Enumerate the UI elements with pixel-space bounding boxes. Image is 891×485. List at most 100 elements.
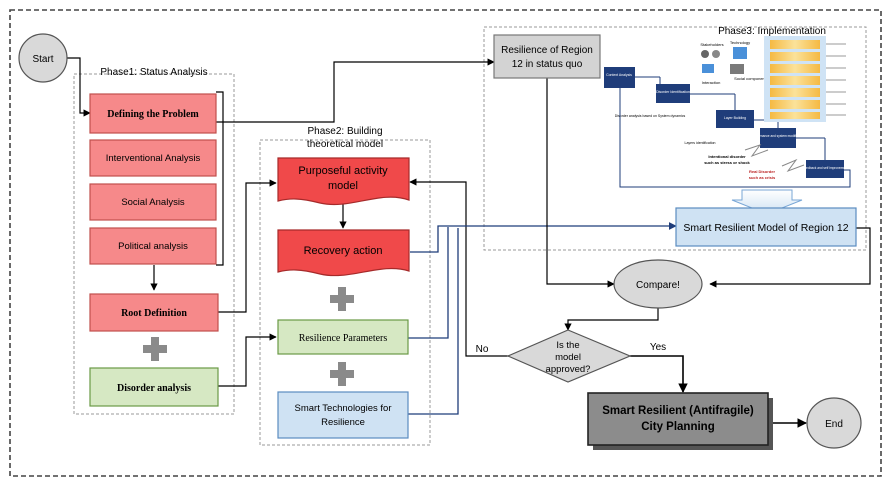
inset-disorder-box: [656, 84, 690, 103]
compare-node: [613, 259, 703, 309]
inset-lightning-icon: [781, 158, 805, 173]
implementation-inset: Context Analysis Disorder Identification…: [604, 36, 851, 188]
inset-maintenance-box: [760, 128, 796, 148]
defining-problem-box: [89, 93, 217, 134]
defining-problem-label: Defining the Problem: [107, 109, 199, 120]
decision-label-3: approved?: [546, 364, 591, 375]
stakeholder-icon: [712, 50, 720, 58]
inset-feedback-label: Feedback and self improvement: [802, 166, 847, 170]
inset-disorder-note: Disorder analysis based on System dynami…: [615, 114, 686, 118]
status-quo-box: [493, 34, 601, 79]
connector-yes-to-final: [630, 355, 688, 393]
political-analysis-label: Political analysis: [118, 241, 188, 252]
connector-no-loop: [409, 178, 510, 357]
disorder-analysis-label: Disorder analysis: [117, 383, 191, 394]
phase2-frame: [259, 139, 431, 446]
phase1-title: Phase1: Status Analysis: [100, 67, 207, 78]
recovery-action-label: Recovery action: [304, 245, 383, 257]
inset-technology-label: Technology: [730, 40, 750, 45]
connector-compare-to-decision: [564, 306, 659, 331]
inset-intentional-2: such as stress or shock: [704, 160, 750, 165]
disorder-analysis-box: [89, 367, 219, 407]
layer-bar: [770, 40, 820, 49]
connector-disorder-to-parameters: [218, 333, 277, 387]
start-node: [18, 33, 68, 83]
smart-technologies-box: [277, 391, 409, 439]
purposeful-activity-label-2: model: [328, 180, 358, 192]
social-analysis-label: Social Analysis: [121, 197, 185, 208]
inset-social-label: Social components: [734, 76, 768, 81]
layer-bar: [770, 52, 820, 61]
final-planning-box: [587, 392, 769, 446]
inset-feedback-box: [806, 160, 844, 178]
decision-label-2: model: [555, 352, 581, 363]
smart-technologies-label-1: Smart Technologies for: [295, 403, 392, 414]
interventional-analysis-box: [89, 139, 217, 177]
decision-yes-label: Yes: [650, 342, 666, 353]
inset-feedback-loop: [619, 88, 851, 188]
connector-smarttech-to-smart-model: [408, 228, 459, 415]
recovery-action-box: [277, 229, 410, 277]
plus-icon: [330, 362, 354, 386]
connector-recovery-to-smart-model: [410, 222, 677, 253]
outer-frame: [9, 9, 882, 477]
compare-label: Compare!: [636, 280, 680, 291]
inset-real-2: such as crisis: [749, 175, 776, 180]
phase3-frame: [483, 26, 867, 251]
connector-root-to-purposeful: [218, 179, 277, 313]
layer-bar: [770, 112, 820, 119]
purposeful-activity-box: [277, 157, 410, 206]
inset-layer-identification: Layers identification: [685, 141, 716, 145]
root-definition-label: Root Definition: [121, 308, 187, 319]
inset-context-label: Context Analysis: [606, 73, 632, 77]
connector-define-to-status-quo: [216, 58, 495, 123]
decision-diamond: [506, 329, 632, 383]
connector-smart-model-to-compare: [709, 227, 871, 288]
root-definition-box: [89, 293, 219, 332]
phase3-title: Phase3: Implementation: [718, 26, 826, 37]
inset-interaction-label: Interaction: [702, 80, 721, 85]
inset-disorder-label: Disorder Identification: [656, 90, 690, 94]
status-quo-label-2: 12 in status quo: [512, 59, 583, 70]
connector-status-quo-to-compare: [546, 78, 615, 288]
phase2-title-line2: theoretical model: [307, 139, 383, 150]
inset-down-arrow: [731, 189, 803, 215]
social-icon: [730, 64, 744, 74]
inset-layer-label: Layer Building: [724, 116, 746, 120]
smart-model-label: Smart Resilient Model of Region 12: [683, 222, 848, 234]
smart-model-box: [675, 207, 857, 247]
resilience-parameters-label: Resilience Parameters: [299, 333, 388, 344]
end-label: End: [825, 419, 843, 430]
interaction-icon: [702, 64, 714, 73]
inset-maintenance-label: Maintenance and system modification: [751, 134, 805, 138]
final-planning-label-1: Smart Resilient (Antifragile): [602, 405, 754, 417]
social-analysis-box: [89, 183, 217, 221]
layer-bar: [770, 76, 820, 85]
technology-icon: [733, 47, 747, 59]
inset-lightning-icon: [744, 144, 769, 158]
connector-start-to-define: [60, 57, 91, 117]
inset-context-box: [604, 67, 635, 88]
layer-bar: [770, 88, 820, 97]
start-label: Start: [32, 54, 53, 65]
phase1-bracket: [216, 91, 224, 266]
political-analysis-box: [89, 227, 217, 265]
purposeful-activity-label-1: Purposeful activity: [298, 165, 388, 177]
inset-layer-box: [716, 110, 754, 128]
stakeholder-icon: [701, 50, 709, 58]
resilience-parameters-box: [277, 319, 409, 355]
decision-no-label: No: [476, 344, 489, 355]
decision-label-1: Is the: [556, 340, 579, 351]
smart-technologies-label-2: Resilience: [321, 417, 365, 428]
inset-intentional-1: Intentional disorder: [708, 154, 746, 159]
plus-icon: [143, 337, 167, 361]
plus-icon: [330, 287, 354, 311]
phase1-frame: [73, 73, 235, 415]
interventional-analysis-label: Interventional Analysis: [106, 153, 201, 164]
layer-bar: [770, 100, 820, 109]
connector-parameters-to-smart-model: [408, 227, 449, 339]
phase2-title-line1: Phase2: Building: [307, 126, 382, 137]
end-node: [806, 397, 862, 449]
status-quo-label-1: Resilience of Region: [501, 45, 593, 56]
